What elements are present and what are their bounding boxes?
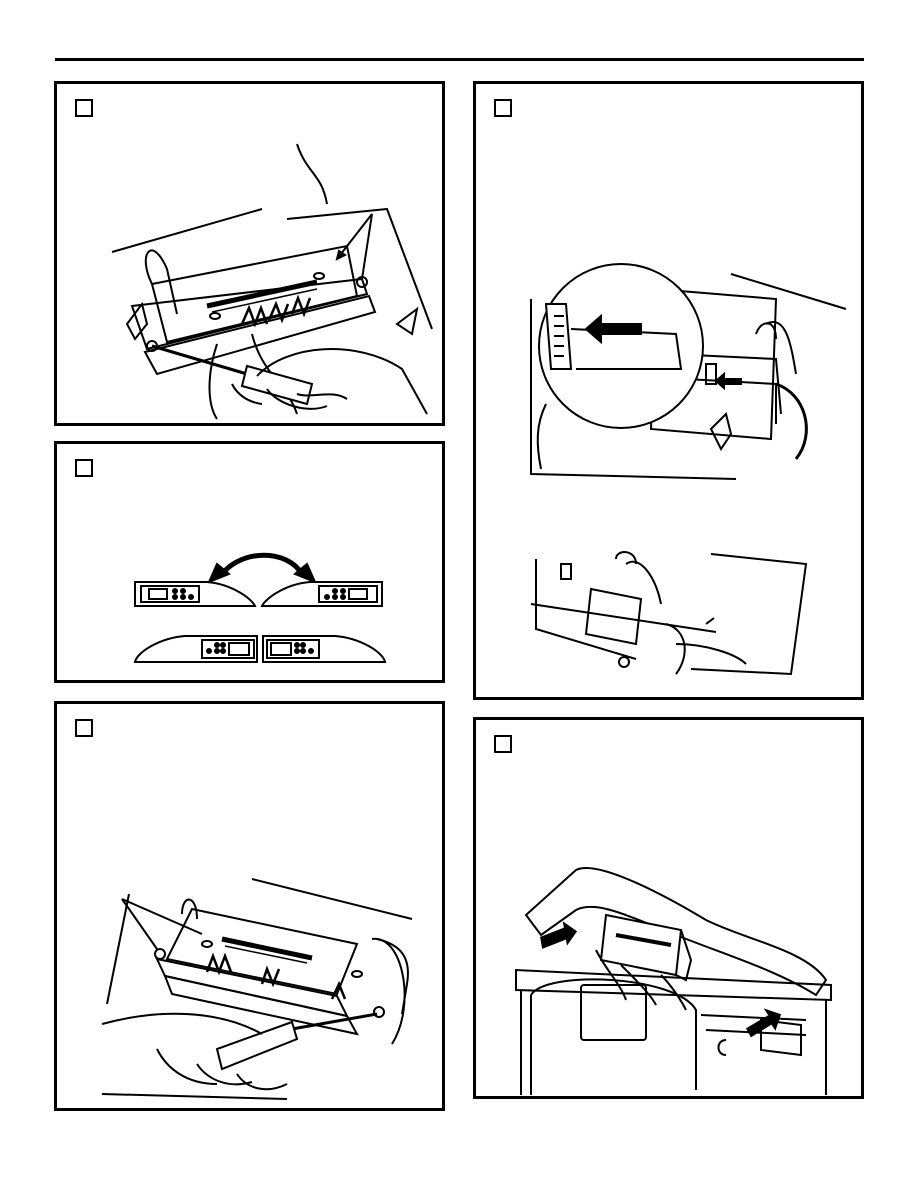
- panel-install-panel: [473, 717, 864, 1099]
- panel-reinstall-screws: [54, 701, 445, 1111]
- screwdriver-hand-icon: [57, 84, 445, 426]
- panel-insert-icon: [476, 720, 864, 1099]
- connector-arrow-icon: [476, 84, 864, 700]
- panel-remove-screws: [54, 81, 445, 426]
- panel-flip-control: [54, 441, 445, 683]
- panel-connect-harness: [473, 81, 864, 700]
- screwdriver-hand-icon: [57, 704, 445, 1111]
- top-rule: [55, 58, 864, 61]
- flip-arrow-icon: [57, 444, 445, 683]
